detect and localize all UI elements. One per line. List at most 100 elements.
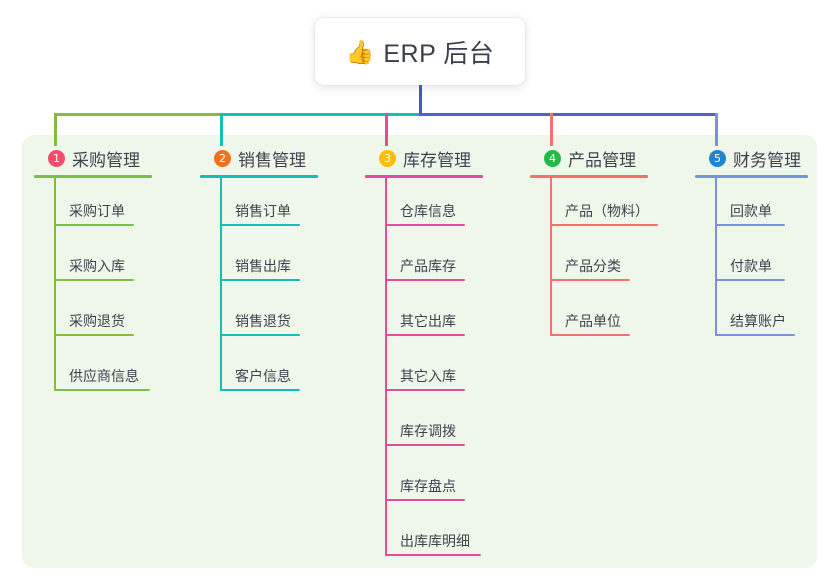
bar-segment-green — [54, 113, 220, 116]
branch-item-rule — [385, 389, 465, 391]
branch-item[interactable]: 仓库信息 — [365, 178, 515, 233]
branch-item-label: 仓库信息 — [400, 203, 456, 219]
bar-segment-teal — [220, 113, 419, 116]
branch-item-label: 采购订单 — [69, 203, 125, 219]
branch-items-3: 仓库信息产品库存其它出库其它入库库存调拨库存盘点出库库明细 — [365, 178, 515, 563]
branch-item-rule — [54, 334, 134, 336]
branch-item-label: 产品分类 — [565, 258, 621, 274]
branch-item[interactable]: 采购入库 — [34, 233, 184, 288]
branch-item[interactable]: 产品分类 — [530, 233, 680, 288]
branch-item-rule — [54, 389, 150, 391]
branch-item[interactable]: 付款单 — [695, 233, 817, 288]
branch-item-label: 库存盘点 — [400, 478, 456, 494]
drop-stem-1 — [54, 113, 57, 146]
branch-rule-4 — [530, 175, 648, 178]
branch-item-label: 采购入库 — [69, 258, 125, 274]
branch-item-label: 客户信息 — [235, 368, 291, 384]
drop-stem-3 — [385, 113, 388, 146]
branch-item-label: 产品（物料） — [565, 203, 649, 219]
branch-item-rule — [550, 279, 630, 281]
branch-rule-3 — [365, 175, 483, 178]
branch-stem-4 — [550, 178, 552, 336]
branch-stem-5 — [715, 178, 717, 336]
branch-item[interactable]: 产品（物料） — [530, 178, 680, 233]
branch-item-label: 付款单 — [730, 258, 772, 274]
branch-stem-2 — [220, 178, 222, 391]
branch-item-rule — [715, 279, 785, 281]
branch-item-rule — [385, 224, 465, 226]
branch-items-1: 采购订单采购入库采购退货供应商信息 — [34, 178, 184, 398]
branch-item-label: 采购退货 — [69, 313, 125, 329]
branch-title-4: 产品管理 — [568, 150, 636, 170]
branch-item-rule — [385, 554, 481, 556]
branch-item[interactable]: 销售出库 — [200, 233, 350, 288]
branch-item[interactable]: 结算账户 — [695, 288, 817, 343]
branch-item[interactable]: 其它入库 — [365, 343, 515, 398]
branch-item[interactable]: 采购订单 — [34, 178, 184, 233]
branch-item-label: 销售退货 — [235, 313, 291, 329]
thumbs-up-icon: 👍 — [345, 39, 375, 65]
branch-item[interactable]: 产品单位 — [530, 288, 680, 343]
branch-item-label: 其它出库 — [400, 313, 456, 329]
branch-item-label: 回款单 — [730, 203, 772, 219]
branch-item-rule — [385, 334, 465, 336]
root-title: ERP 后台 — [383, 39, 495, 68]
branch-item[interactable]: 客户信息 — [200, 343, 350, 398]
drop-stem-5 — [715, 113, 718, 146]
branches-panel — [22, 135, 817, 568]
branch-stem-3 — [385, 178, 387, 556]
branch-item-rule — [385, 279, 465, 281]
branch-item[interactable]: 销售退货 — [200, 288, 350, 343]
branch-item-rule — [54, 224, 134, 226]
branch-title-1: 采购管理 — [72, 150, 140, 170]
branch-item-rule — [385, 444, 465, 446]
branch-item-rule — [715, 224, 785, 226]
branch-item-label: 销售出库 — [235, 258, 291, 274]
branch-item-rule — [715, 334, 795, 336]
branch-item-rule — [550, 334, 630, 336]
branch-items-4: 产品（物料） 产品分类产品单位 — [530, 178, 680, 343]
branch-item-label: 销售订单 — [235, 203, 291, 219]
branch-item[interactable]: 供应商信息 — [34, 343, 184, 398]
branch-rule-1 — [34, 175, 152, 178]
bar-segment-blue — [419, 113, 718, 116]
drop-stem-2 — [220, 113, 223, 146]
branch-item-rule — [220, 389, 300, 391]
root-stem — [419, 85, 422, 116]
branch-item[interactable]: 出库库明细 — [365, 508, 515, 563]
branch-item-label: 产品单位 — [565, 313, 621, 329]
branch-items-2: 销售订单销售出库销售退货客户信息 — [200, 178, 350, 398]
branch-item-label: 产品库存 — [400, 258, 456, 274]
branch-item-rule — [54, 279, 134, 281]
branch-item[interactable]: 采购退货 — [34, 288, 184, 343]
branch-stem-1 — [54, 178, 56, 391]
branch-rule-5 — [695, 175, 808, 178]
branch-badge-3: 3 — [379, 149, 396, 167]
branch-item[interactable]: 销售订单 — [200, 178, 350, 233]
drop-stem-4 — [550, 113, 553, 146]
branch-item[interactable]: 产品库存 — [365, 233, 515, 288]
branch-item[interactable]: 其它出库 — [365, 288, 515, 343]
branch-item-label: 结算账户 — [730, 313, 786, 329]
branch-item-rule — [220, 334, 300, 336]
branch-item[interactable]: 库存调拨 — [365, 398, 515, 453]
root-node[interactable]: 👍 ERP 后台 — [315, 18, 525, 85]
branch-item[interactable]: 库存盘点 — [365, 453, 515, 508]
branch-badge-5: 5 — [709, 149, 726, 167]
branch-item[interactable]: 回款单 — [695, 178, 817, 233]
branch-badge-2: 2 — [214, 149, 231, 167]
branch-rule-2 — [200, 175, 318, 178]
branch-item-rule — [220, 224, 300, 226]
branch-item-label: 其它入库 — [400, 368, 456, 384]
branch-item-label: 供应商信息 — [69, 368, 139, 384]
